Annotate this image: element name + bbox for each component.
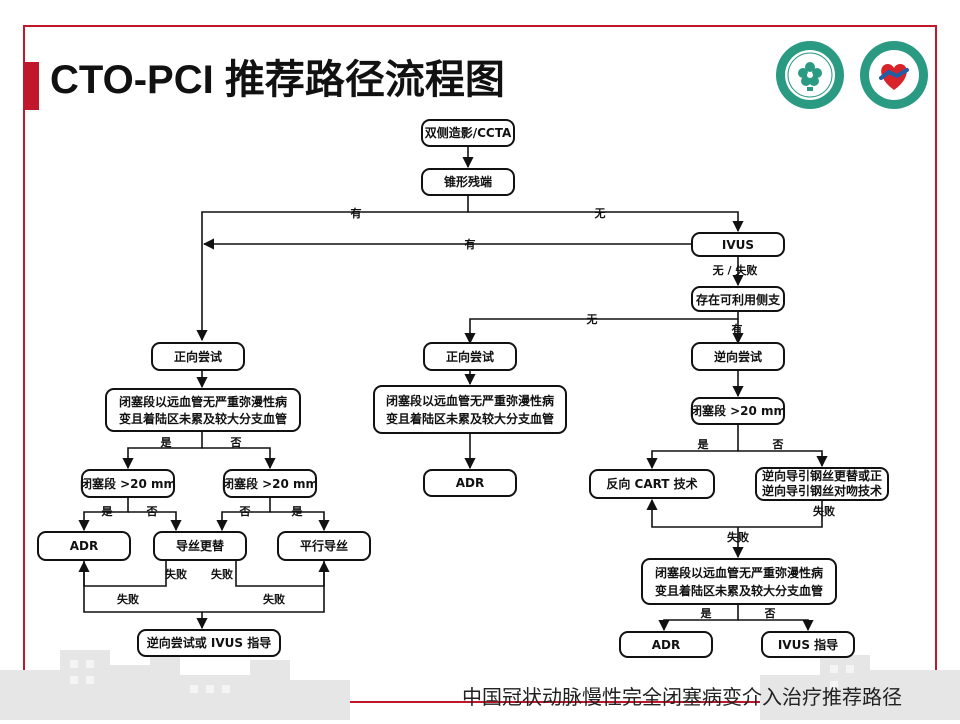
label-yes: 有 [351, 206, 362, 220]
svg-text:闭塞段 >20 mm: 闭塞段 >20 mm [222, 476, 318, 491]
label-no-fail: 无 / 失败 [712, 263, 758, 277]
node-ccta: 双侧造影/CCTA [421, 119, 515, 147]
node-length-right: 闭塞段 >20 mm [690, 397, 786, 425]
edge-len-right-no [738, 450, 828, 468]
svg-text:ADR: ADR [652, 638, 681, 652]
node-stump: 锥形残端 [421, 168, 515, 196]
label-shi: 是 [697, 438, 710, 451]
svg-text:逆向尝试或 IVUS 指导: 逆向尝试或 IVUS 指导 [147, 635, 272, 650]
flow-nodes: 双侧造影/CCTA 锥形残端 IVUS 存在可利用侧支 正向尝试 闭塞段以远血管… [37, 119, 889, 658]
label-fou: 否 [239, 505, 251, 518]
node-length-left-a: 闭塞段 >20 mm [80, 469, 176, 498]
edge-left-no [202, 447, 276, 470]
node-wire-escalation: 导丝更替 [153, 531, 247, 561]
edge-right-no [738, 619, 814, 632]
node-retro-wire: 逆向导引钢丝更替或正 逆向导引钢丝对吻技术 [755, 467, 889, 501]
node-length-left-b: 闭塞段 >20 mm [222, 469, 318, 498]
node-adr-right: ADR [619, 631, 713, 658]
edge-len-b-yes [270, 511, 330, 532]
label-fail: 失败 [813, 504, 835, 518]
edge-stump-yes [196, 195, 469, 342]
label-fou: 否 [146, 505, 158, 518]
node-retrograde: 逆向尝试 [691, 342, 785, 371]
label-shi: 是 [700, 607, 713, 620]
label-fail: 失败 [727, 530, 749, 544]
label-shi: 是 [291, 505, 304, 518]
node-distal-right: 闭塞段以远血管无严重弥漫性病 变且着陆区未累及较大分支血管 [641, 558, 837, 605]
label-fail: 失败 [211, 567, 233, 581]
label-fail: 失败 [117, 592, 139, 606]
label-yes: 有 [465, 237, 476, 251]
node-adr-mid: ADR [423, 469, 517, 497]
edge-stump-no [468, 211, 744, 233]
edge-fail-merge [83, 560, 325, 613]
flow-edges [78, 146, 828, 632]
node-adr-left: ADR [37, 531, 131, 561]
label-fou: 否 [230, 436, 242, 449]
edge-wire-fail-adr [78, 560, 167, 587]
svg-text:逆向导引钢丝对吻技术: 逆向导引钢丝对吻技术 [762, 483, 882, 498]
svg-text:变且着陆区未累及较大分支血管: 变且着陆区未累及较大分支血管 [119, 411, 287, 426]
svg-text:闭塞段 >20 mm: 闭塞段 >20 mm [80, 476, 176, 491]
svg-text:导丝更替: 导丝更替 [176, 538, 225, 553]
label-fou: 否 [772, 438, 784, 451]
svg-text:闭塞段以远血管无严重弥漫性病: 闭塞段以远血管无严重弥漫性病 [119, 394, 287, 409]
edge-left-yes [122, 431, 203, 470]
svg-text:逆向尝试: 逆向尝试 [714, 349, 762, 364]
label-shi: 是 [160, 436, 173, 449]
svg-text:ADR: ADR [70, 539, 99, 553]
svg-text:ADR: ADR [456, 476, 485, 490]
label-no: 无 [586, 313, 598, 326]
svg-text:变且着陆区未累及较大分支血管: 变且着陆区未累及较大分支血管 [655, 583, 823, 598]
node-distal-mid: 闭塞段以远血管无严重弥漫性病 变且着陆区未累及较大分支血管 [373, 385, 567, 434]
svg-text:正向尝试: 正向尝试 [174, 349, 222, 364]
edge-right-yes [658, 604, 739, 632]
svg-text:正向尝试: 正向尝试 [446, 349, 494, 364]
edge-side-no [464, 311, 739, 345]
edge-wire-fail-parallel [235, 560, 330, 587]
svg-text:存在可利用侧支: 存在可利用侧支 [695, 292, 781, 307]
label-yes: 有 [732, 322, 743, 336]
svg-text:双侧造影/CCTA: 双侧造影/CCTA [425, 125, 512, 140]
slide-caption: 中国冠状动脉慢性完全闭塞病变介入治疗推荐路径 [462, 685, 902, 709]
building-watermark [0, 630, 960, 720]
label-fail: 失败 [165, 567, 187, 581]
label-fail: 失败 [263, 592, 285, 606]
svg-text:IVUS 指导: IVUS 指导 [778, 637, 838, 652]
node-retro-or-ivus: 逆向尝试或 IVUS 指导 [137, 629, 281, 657]
node-parallel-wire: 平行导丝 [277, 531, 371, 561]
svg-text:锥形残端: 锥形残端 [444, 174, 492, 189]
svg-text:平行导丝: 平行导丝 [300, 538, 348, 553]
svg-text:闭塞段以远血管无严重弥漫性病: 闭塞段以远血管无严重弥漫性病 [655, 565, 823, 580]
node-ivus-top: IVUS [691, 232, 785, 257]
edge-len-b-no [216, 497, 271, 532]
svg-text:闭塞段以远血管无严重弥漫性病: 闭塞段以远血管无严重弥漫性病 [386, 393, 554, 408]
edge-len-right-yes [646, 424, 739, 470]
svg-text:反向 CART 技术: 反向 CART 技术 [606, 476, 697, 491]
society-heart-logo [859, 40, 929, 110]
node-reverse-cart: 反向 CART 技术 [589, 469, 715, 499]
edge-len-a-yes [78, 497, 129, 532]
node-antegrade-left: 正向尝试 [151, 342, 245, 371]
node-ivus-guide: IVUS 指导 [761, 631, 855, 658]
slide-frame [23, 25, 937, 703]
node-side-branch: 存在可利用侧支 [691, 286, 785, 312]
label-fou: 否 [764, 607, 776, 620]
label-shi: 是 [101, 505, 114, 518]
svg-text:变且着陆区未累及较大分支血管: 变且着陆区未累及较大分支血管 [386, 411, 554, 426]
edge-len-a-no [128, 511, 182, 532]
slide-title: CTO-PCI 推荐路径流程图 [50, 58, 505, 102]
svg-text:IVUS: IVUS [722, 238, 754, 252]
svg-text:逆向导引钢丝更替或正: 逆向导引钢丝更替或正 [762, 468, 882, 483]
label-no: 无 [594, 207, 606, 220]
edge-retro-wire-fail [646, 498, 823, 528]
node-antegrade-mid: 正向尝试 [423, 342, 517, 371]
hospital-seal-logo [775, 40, 845, 110]
flow-edge-labels: 有 无 有 无 / 失败 无 有 是 否 是 否 否 是 失败 失败 失败 失败… [101, 206, 836, 620]
node-distal-left: 闭塞段以远血管无严重弥漫性病 变且着陆区未累及较大分支血管 [105, 388, 301, 432]
svg-text:闭塞段 >20 mm: 闭塞段 >20 mm [690, 403, 786, 418]
title-accent-bar [25, 62, 39, 110]
